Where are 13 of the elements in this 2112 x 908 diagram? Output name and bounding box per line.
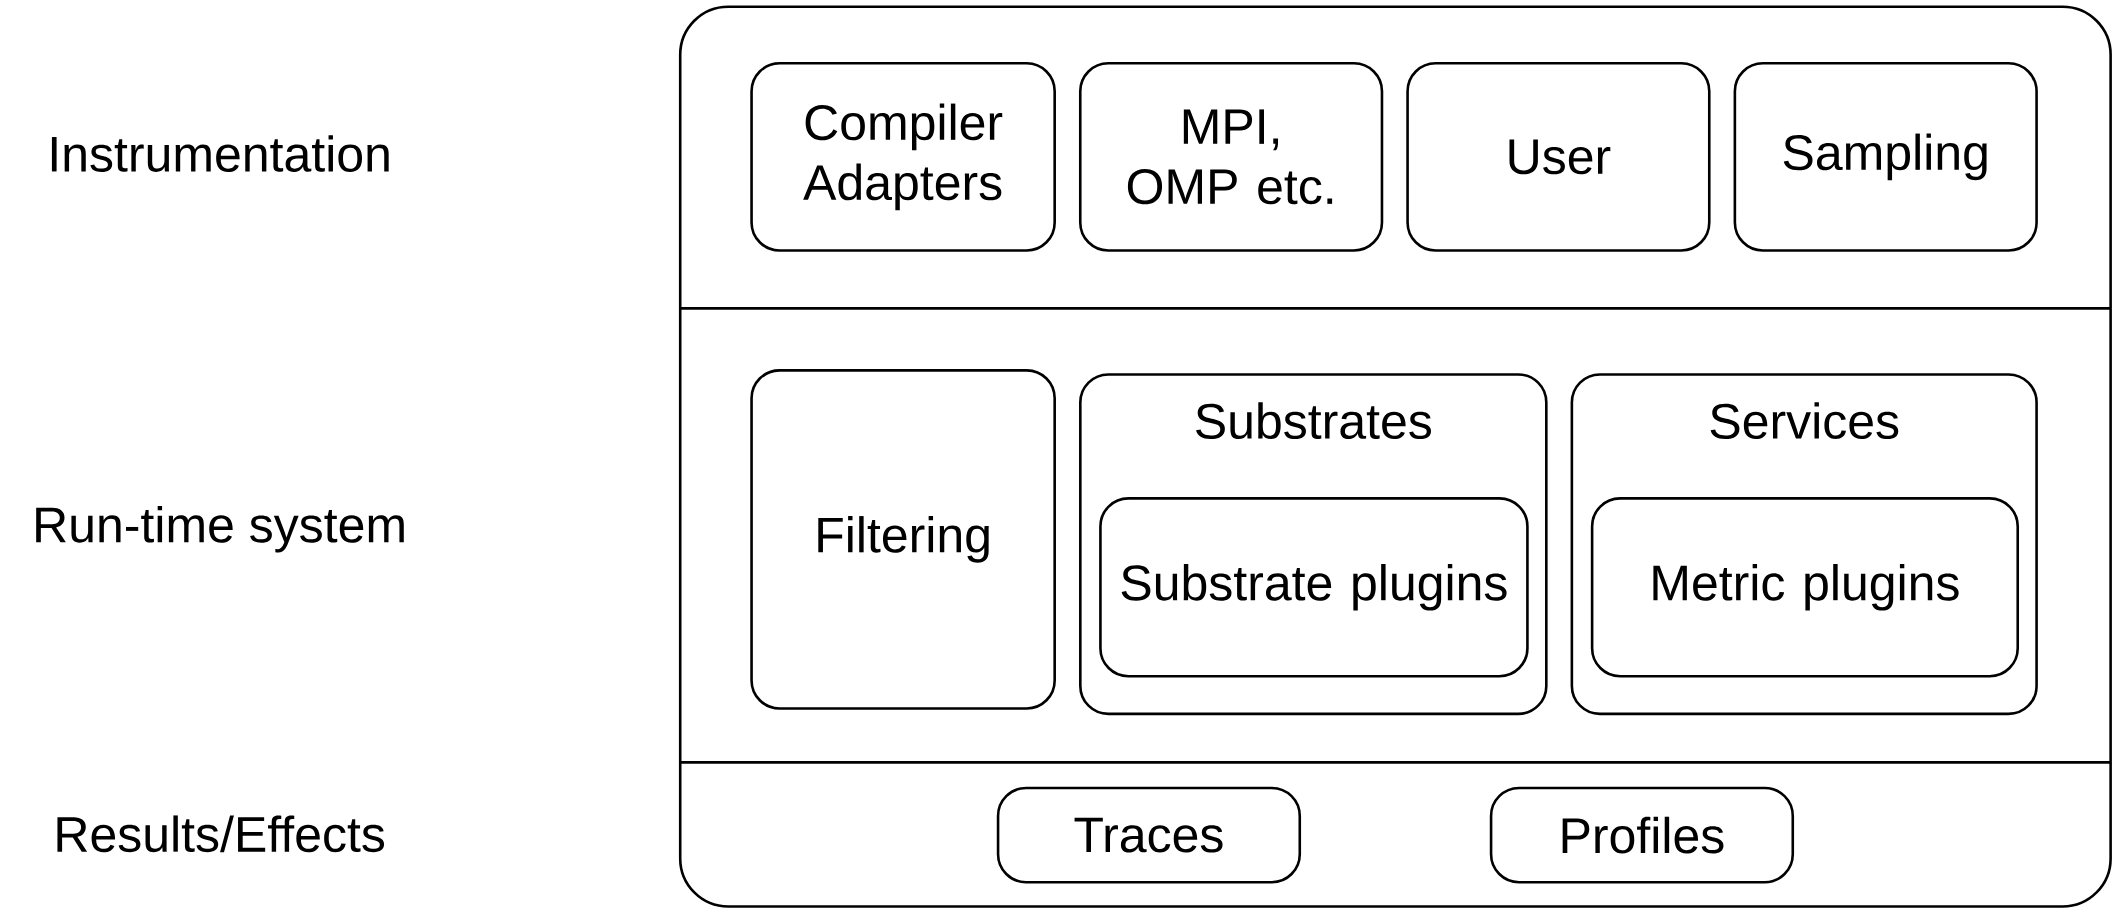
component-box: Profiles [1489, 786, 1795, 884]
layer-frame [678, 5, 2112, 908]
component-box: Compiler Adapters [750, 62, 1056, 252]
component-box: User [1406, 62, 1711, 252]
component-box: Filtering [750, 369, 1056, 710]
component-box: Metric plugins [1590, 497, 2019, 678]
layer-label: Results/Effects [57, 815, 385, 853]
layer-label: Run-time system [36, 506, 404, 553]
layer-label: Instrumentation [51, 135, 389, 172]
component-box: MPI, OMP etc. [1078, 62, 1384, 252]
component-box: Sampling [1733, 62, 2038, 252]
component-box: Traces [996, 786, 1302, 884]
component-box: Substrate plugins [1099, 497, 1529, 678]
